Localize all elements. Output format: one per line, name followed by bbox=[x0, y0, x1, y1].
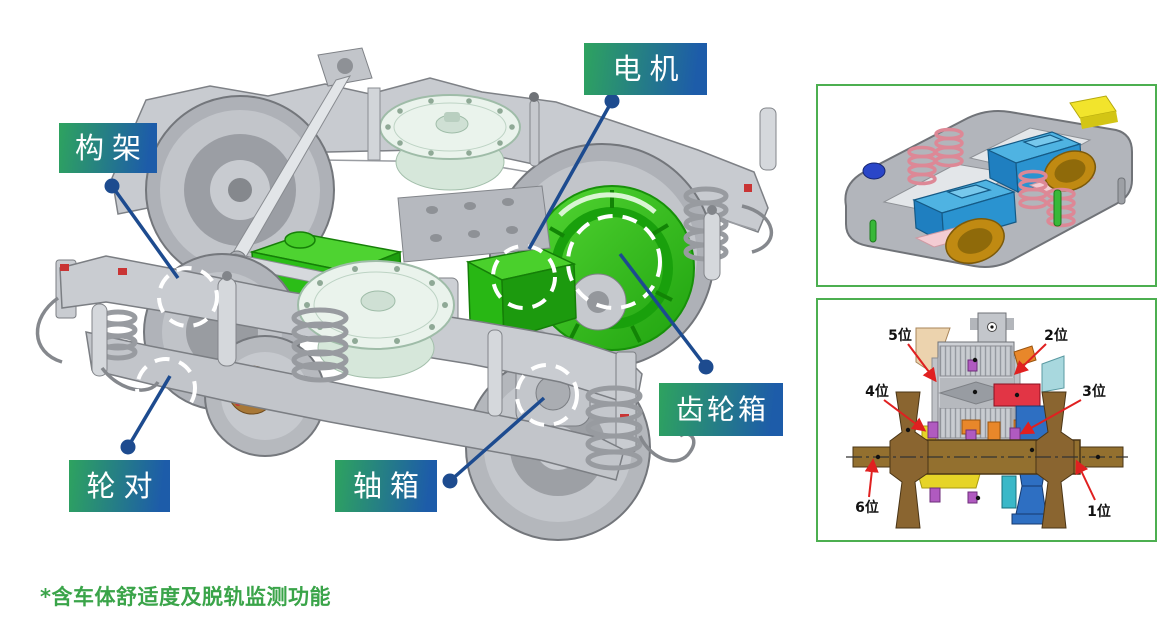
arrow-position-6 bbox=[864, 458, 879, 498]
callout-circle-axlebox bbox=[515, 363, 579, 427]
gold-wheel-front-center bbox=[945, 218, 1005, 264]
arrow-position-4 bbox=[883, 399, 927, 432]
orange-part-mid bbox=[987, 421, 1001, 441]
arrow-position-5 bbox=[907, 343, 937, 383]
thin-damper-top bbox=[529, 92, 540, 167]
damper-left bbox=[217, 271, 237, 367]
leader-dot-frame bbox=[104, 178, 120, 194]
callout-circle-motor bbox=[491, 244, 557, 310]
leader-line-motor bbox=[527, 100, 614, 250]
position-label-6: 6位 bbox=[855, 499, 879, 516]
green-cylinder-left bbox=[869, 219, 877, 243]
callout-label-axlebox: 轴箱 bbox=[335, 460, 437, 512]
reference-dots bbox=[875, 357, 1101, 501]
green-cylinder-right bbox=[1053, 189, 1062, 227]
leader-dot-gearbox bbox=[698, 359, 714, 375]
damper-rear-right bbox=[703, 205, 721, 281]
arrow-position-3 bbox=[1019, 399, 1082, 435]
damper-center bbox=[487, 329, 503, 417]
purple-bearings bbox=[927, 421, 1021, 504]
yellow-tray bbox=[917, 473, 981, 489]
callout-circle-wheelset bbox=[135, 357, 197, 419]
leader-dot-wheelset bbox=[120, 439, 136, 455]
callout-label-gearbox-text: 齿轮箱 bbox=[675, 392, 769, 426]
center-plate bbox=[397, 185, 551, 263]
callout-label-frame: 构架 bbox=[59, 123, 157, 173]
blue-component bbox=[862, 162, 886, 180]
arrow-position-1 bbox=[1075, 459, 1096, 501]
position-label-4: 4位 bbox=[865, 383, 889, 400]
leader-line-frame bbox=[110, 184, 180, 280]
callout-label-wheelset: 轮对 bbox=[69, 460, 170, 512]
leader-line-wheelset bbox=[126, 375, 172, 448]
callout-circle-gearbox bbox=[566, 214, 662, 310]
footnote: *含车体舒适度及脱轨监测功能 bbox=[40, 585, 331, 609]
teal-funnel bbox=[1041, 355, 1065, 393]
leader-dot-motor bbox=[604, 93, 620, 109]
air-spring-top bbox=[379, 94, 521, 191]
gold-wheel-right bbox=[1043, 150, 1097, 192]
gray-damper-right bbox=[1117, 177, 1126, 205]
coil-spring-center bbox=[291, 307, 349, 383]
purple-bearing-upper bbox=[967, 359, 978, 372]
cyan-part bbox=[1001, 475, 1017, 509]
callout-label-motor-text: 电机 bbox=[612, 51, 687, 86]
yellow-box bbox=[1069, 95, 1118, 129]
callout-circle-frame bbox=[157, 266, 219, 328]
leader-line-axlebox bbox=[448, 396, 546, 483]
position-label-2: 2位 bbox=[1044, 327, 1068, 344]
air-spring-front bbox=[297, 260, 455, 379]
position-label-3: 3位 bbox=[1082, 383, 1106, 400]
coil-spring-right bbox=[585, 385, 643, 471]
arrow-position-2 bbox=[1013, 343, 1047, 375]
panel-axle-cross-section: 5位 2位 4位 3位 6位 1位 bbox=[816, 298, 1157, 542]
axle-cross-section-illustration: 5位 2位 4位 3位 6位 1位 bbox=[846, 312, 1128, 529]
leader-dot-axlebox bbox=[442, 473, 458, 489]
bogie-3d-illustration bbox=[35, 47, 777, 541]
leader-line-gearbox bbox=[618, 252, 708, 369]
callout-label-wheelset-text: 轮对 bbox=[86, 468, 161, 503]
pink-coil-spring-3 bbox=[1018, 169, 1048, 210]
callout-label-axlebox-text: 轴箱 bbox=[352, 468, 427, 503]
callout-label-motor: 电机 bbox=[584, 43, 707, 95]
position-label-5: 5位 bbox=[888, 327, 912, 344]
callout-label-frame-text: 构架 bbox=[74, 130, 149, 165]
bogie-assembly-illustration bbox=[844, 95, 1133, 268]
pink-coil-spring-2 bbox=[934, 127, 964, 168]
top-bracket bbox=[970, 312, 1014, 344]
callout-label-gearbox: 齿轮箱 bbox=[659, 383, 783, 436]
position-label-1: 1位 bbox=[1087, 503, 1111, 520]
damper-far-left bbox=[91, 303, 108, 377]
panel-bogie-assembly-view bbox=[816, 84, 1157, 287]
damper-far-right bbox=[744, 107, 777, 192]
